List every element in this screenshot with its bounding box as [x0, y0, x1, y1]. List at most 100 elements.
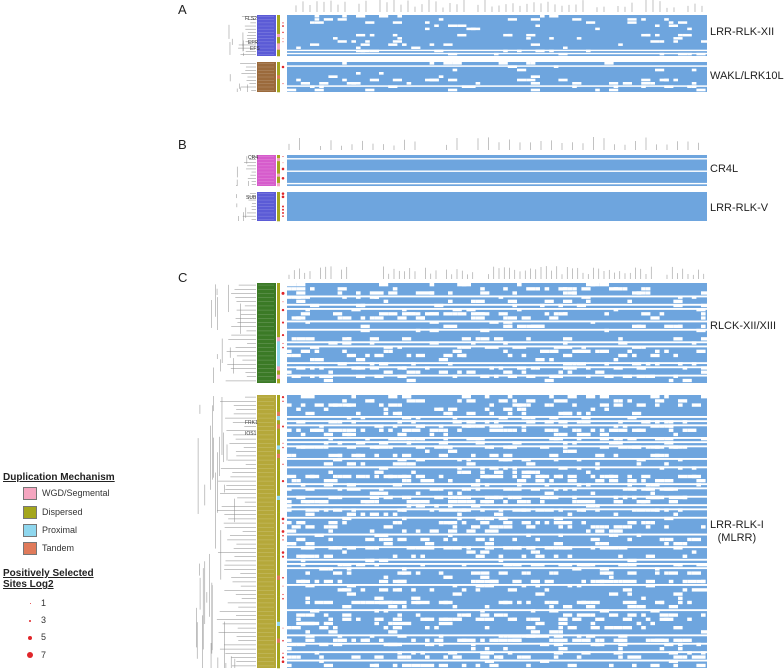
- heatmap-cell: [553, 312, 559, 316]
- heatmap-cell: [392, 554, 398, 558]
- heatmap-cell: [480, 291, 490, 295]
- heatmap-cell: [328, 75, 338, 78]
- heatmap-cell: [549, 316, 559, 320]
- heatmap-cell: [517, 407, 522, 411]
- heatmap-cell: [457, 458, 462, 462]
- heatmap-cell: [328, 617, 333, 621]
- heatmap-cell: [291, 353, 301, 358]
- heatmap-cell: [572, 487, 577, 491]
- heatmap-cell: [337, 316, 343, 320]
- heatmap-cell: [567, 479, 577, 483]
- duplication-cell: [277, 349, 280, 355]
- heatmap-cell: [494, 512, 504, 516]
- heatmap-cell: [622, 82, 632, 85]
- heatmap-cell: [425, 21, 430, 24]
- heatmap-cell: [494, 374, 499, 378]
- heatmap-cell: [498, 655, 504, 659]
- duplication-cell: [277, 49, 280, 54]
- heatmap-cell: [517, 483, 522, 487]
- heatmap-cell: [673, 37, 683, 40]
- heatmap-cell: [415, 474, 425, 479]
- heatmap-cell: [305, 584, 315, 588]
- duplication-cell: [277, 470, 280, 476]
- heatmap-cell: [328, 567, 333, 571]
- family-label-lrr-rlk-i: LRR-RLK-I (MLRR): [710, 519, 764, 544]
- heatmap-cell: [425, 663, 435, 668]
- heatmap-cell: [563, 424, 568, 428]
- heatmap-cell: [402, 479, 407, 483]
- duplication-cell: [277, 529, 280, 534]
- heatmap-cell: [572, 85, 577, 88]
- heatmap-cell: [420, 663, 425, 668]
- heatmap-cell: [425, 542, 435, 546]
- heatmap-cell: [678, 33, 683, 37]
- heatmap-cell: [310, 554, 315, 558]
- heatmap-cell: [333, 508, 343, 512]
- duplication-cell: [277, 18, 280, 22]
- heatmap-cell: [379, 487, 384, 491]
- heatmap-cell: [650, 82, 655, 85]
- heatmap-cell: [323, 18, 333, 21]
- heatmap-cell: [599, 542, 609, 546]
- heatmap-cell: [535, 508, 540, 512]
- heatmap-cell: [609, 575, 614, 579]
- heatmap-cell: [507, 395, 513, 399]
- heatmap-cell: [475, 516, 485, 521]
- heatmap-cell: [563, 353, 573, 358]
- heatmap-cell: [535, 24, 540, 27]
- heatmap-cell: [507, 445, 517, 449]
- heatmap-cell: [314, 358, 324, 362]
- heatmap-cell: [678, 474, 688, 479]
- heatmap-cell: [530, 550, 536, 554]
- selection-dot: [281, 517, 285, 521]
- heatmap-cell: [328, 428, 333, 432]
- selection-dot: [281, 555, 285, 558]
- heatmap-cell: [392, 621, 402, 626]
- heatmap-cell: [678, 399, 688, 403]
- duplication-cell: [277, 68, 280, 73]
- heatmap-cell: [668, 613, 678, 617]
- heatmap-cell: [457, 466, 462, 470]
- heatmap-block: [287, 192, 707, 221]
- swatch-wgd: [23, 487, 37, 500]
- heatmap-cell: [452, 312, 458, 316]
- heatmap-cell: [498, 525, 504, 529]
- heatmap-cell: [484, 626, 490, 630]
- heatmap-cell: [346, 546, 356, 550]
- heatmap-cell: [392, 462, 402, 466]
- heatmap-cell: [397, 634, 402, 638]
- heatmap-cell: [673, 337, 683, 341]
- heatmap-cell: [438, 18, 444, 21]
- heatmap-cell: [572, 617, 582, 621]
- heatmap-cell: [521, 411, 527, 416]
- duplication-cell: [277, 37, 280, 41]
- heatmap-cell: [553, 638, 563, 642]
- heatmap-cell: [397, 521, 402, 525]
- duplication-cell: [277, 453, 280, 459]
- heatmap-cell: [287, 474, 297, 479]
- heatmap-cell: [296, 316, 306, 320]
- heatmap-cell: [448, 495, 453, 500]
- heatmap-cell: [484, 407, 490, 411]
- heatmap-cell: [471, 579, 476, 584]
- heatmap-cell: [443, 312, 453, 316]
- duplication-cell: [277, 432, 280, 438]
- heatmap-cell: [333, 571, 343, 575]
- heatmap-cell: [365, 40, 370, 43]
- heatmap-cell: [558, 651, 563, 655]
- heatmap-cell: [576, 420, 582, 424]
- heatmap-cell: [540, 642, 550, 647]
- heatmap-cell: [691, 85, 697, 88]
- heatmap-cell: [549, 403, 554, 407]
- heatmap-cell: [549, 495, 559, 500]
- heatmap-cell: [457, 312, 467, 316]
- heatmap-cell: [300, 432, 306, 437]
- heatmap-cell: [517, 78, 527, 82]
- heatmap-cell: [517, 68, 527, 72]
- heatmap-cell: [452, 546, 462, 550]
- heatmap-cell: [659, 52, 665, 56]
- heatmap-cell: [466, 462, 471, 466]
- heatmap-cell: [415, 370, 421, 374]
- heatmap-cell: [457, 495, 467, 500]
- duplication-cell: [277, 211, 280, 215]
